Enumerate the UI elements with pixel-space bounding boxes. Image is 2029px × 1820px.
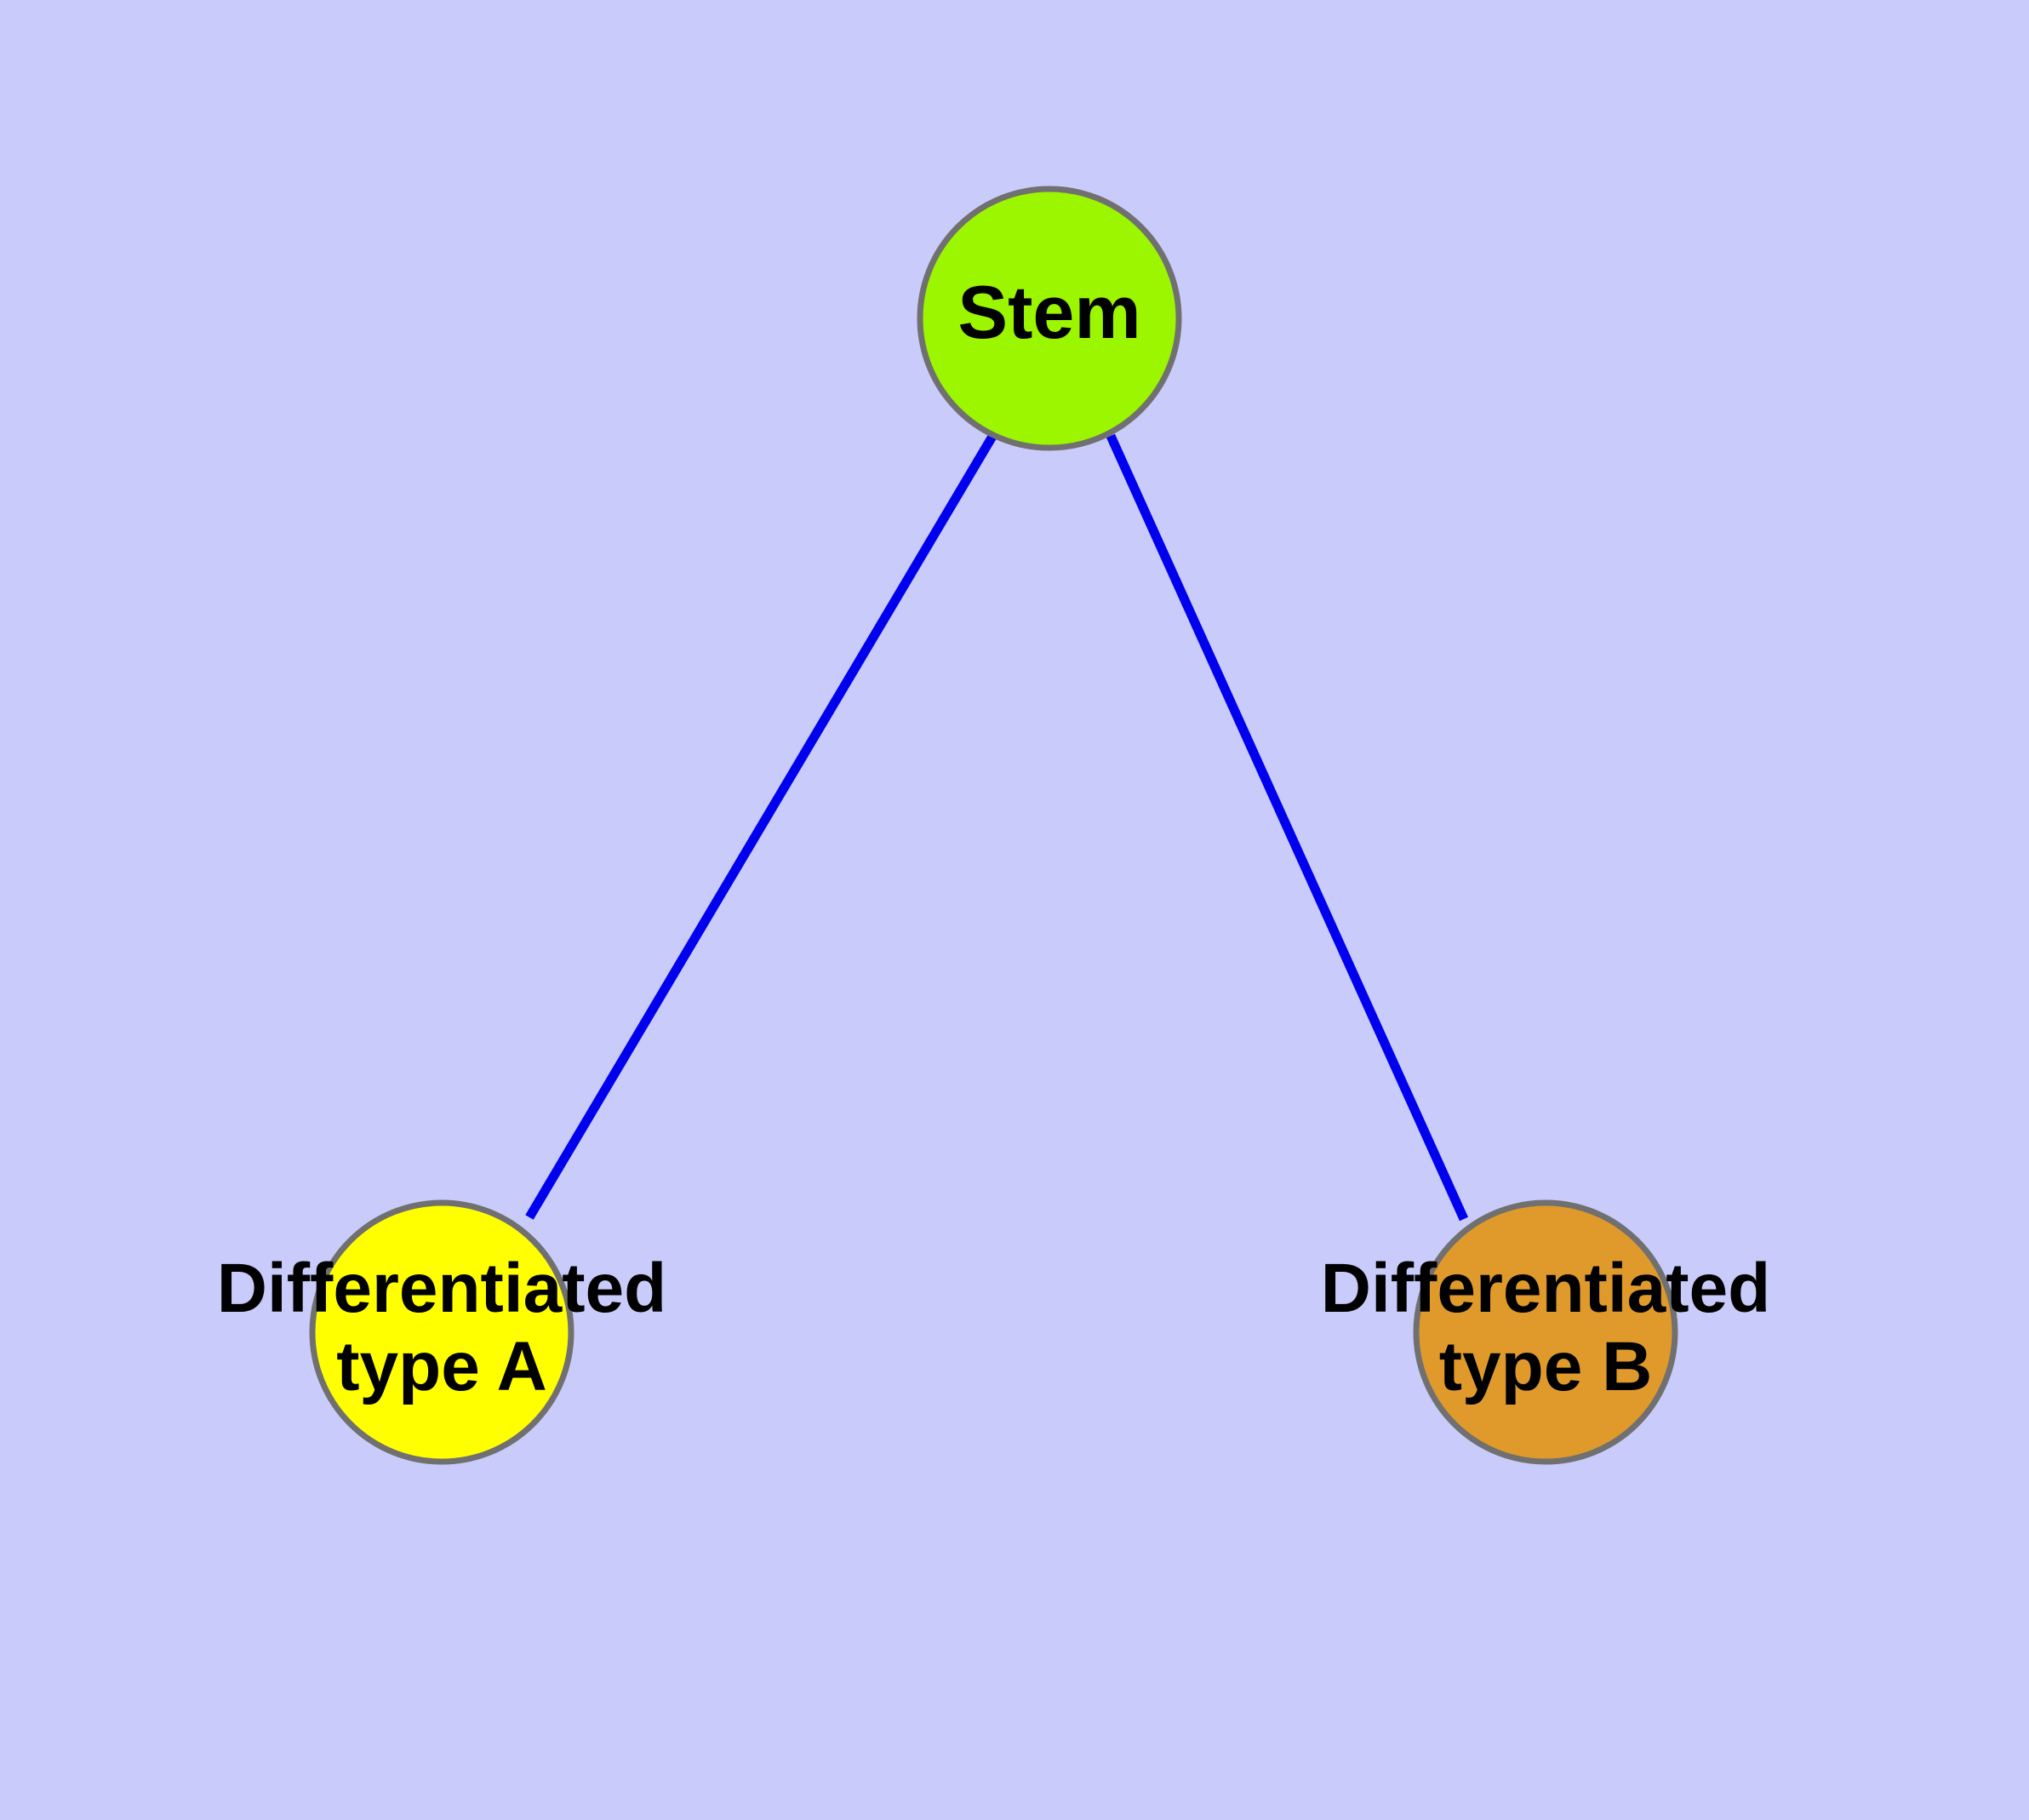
edge-layer bbox=[525, 432, 1469, 1222]
node-stem[interactable]: Stem bbox=[917, 186, 1182, 451]
node-stem-label: Stem bbox=[957, 270, 1140, 354]
node-differentiated-type-a-circle[interactable] bbox=[309, 1199, 574, 1465]
node-differentiated-type-b-circle[interactable] bbox=[1413, 1199, 1678, 1465]
edge-stem-to-differentiated-type-a[interactable] bbox=[525, 432, 997, 1220]
edge-stem-to-differentiated-type-b[interactable] bbox=[1106, 433, 1469, 1222]
node-stem-circle[interactable] bbox=[917, 186, 1182, 451]
